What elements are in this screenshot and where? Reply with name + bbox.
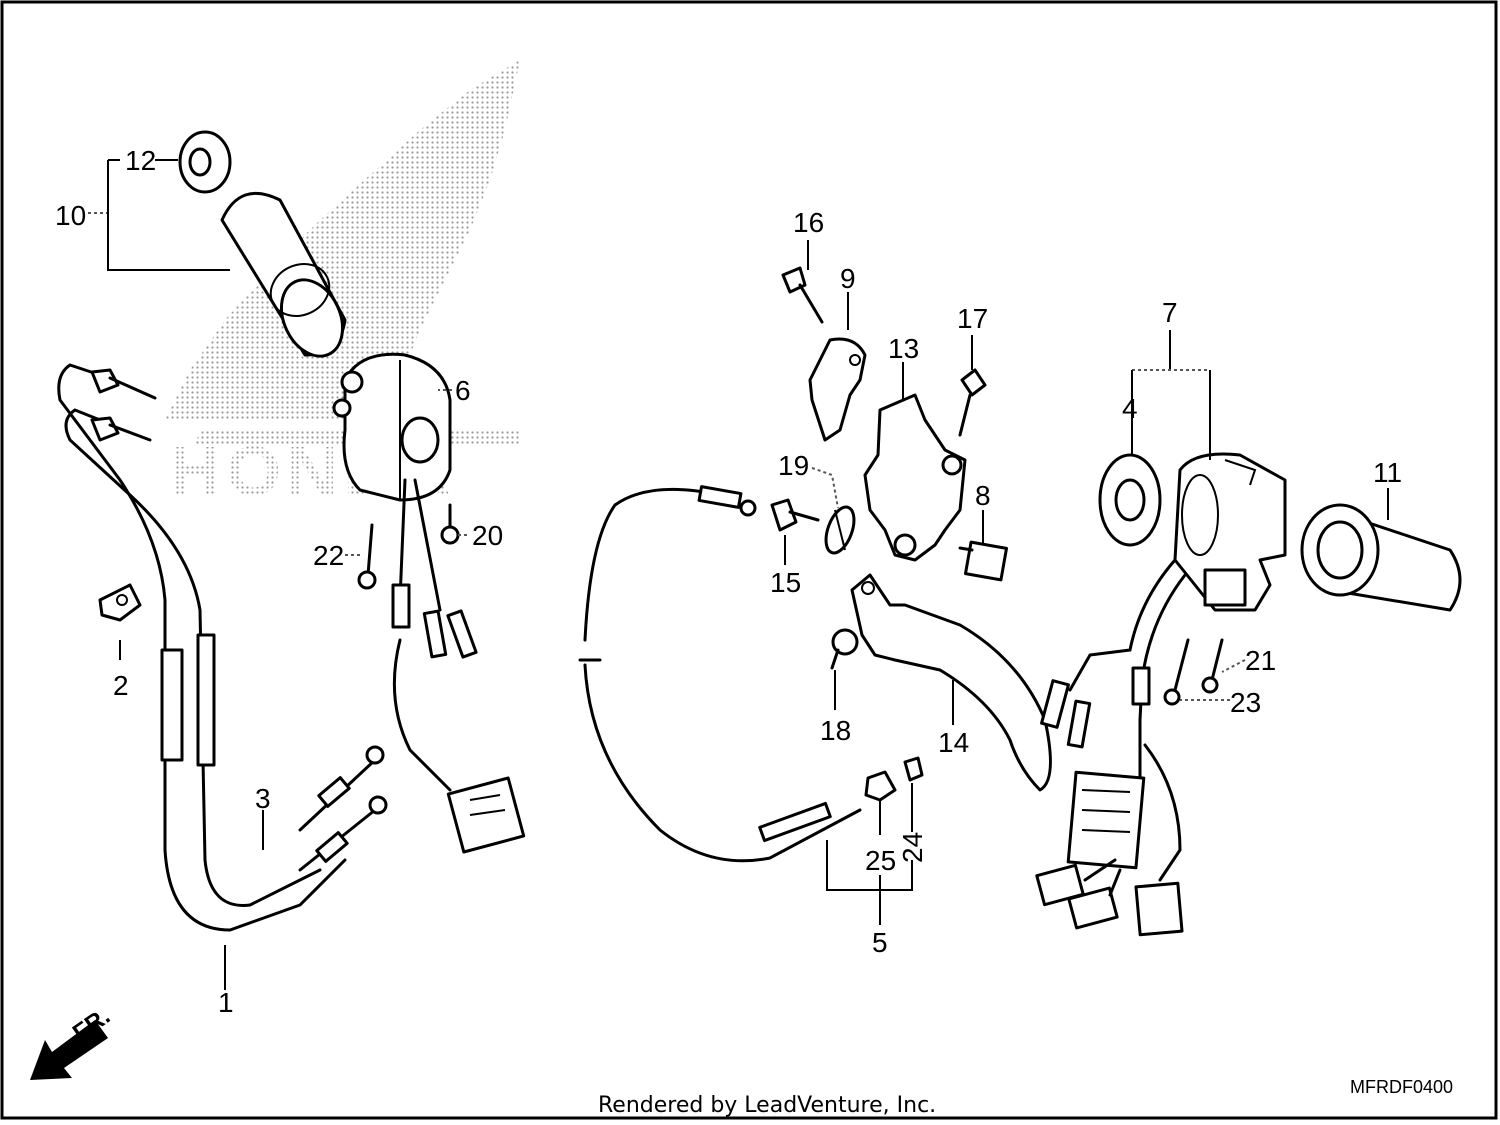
callout-18: 18 — [820, 715, 851, 746]
callout-13: 13 — [888, 333, 919, 364]
leader-lines — [88, 159, 1389, 990]
callout-22: 22 — [313, 540, 344, 571]
callout-12: 12 — [125, 145, 156, 176]
switch-collar — [1098, 453, 1162, 547]
callout-17: 17 — [957, 303, 988, 334]
adjuster-dial-19 — [824, 505, 856, 555]
screw-21 — [1201, 638, 1224, 694]
callout-21: 21 — [1245, 645, 1276, 676]
honda-wing-watermark: HONDA — [165, 60, 520, 510]
callout-7: 7 — [1162, 297, 1178, 328]
callout-19: 19 — [778, 450, 809, 481]
callout-4: 4 — [1122, 393, 1138, 424]
credit-text: Rendered by LeadVenture, Inc. — [598, 1093, 936, 1118]
callout-5: 5 — [872, 927, 888, 958]
screw-23 — [1163, 638, 1190, 706]
left-switch-wiring — [391, 478, 526, 854]
callout-25: 25 — [865, 845, 896, 876]
callout-23: 23 — [1230, 687, 1261, 718]
switch-housing-left — [332, 352, 452, 502]
switch-housing-right — [1173, 452, 1287, 612]
callout-labels: 1 2 3 4 5 6 7 8 9 10 11 12 13 14 15 16 1… — [55, 145, 1402, 1018]
cable-clamp — [98, 583, 142, 622]
throttle-grip — [220, 191, 347, 358]
clutch-cable — [578, 485, 862, 863]
pivot-18 — [830, 628, 859, 670]
callout-10: 10 — [55, 200, 86, 231]
callout-14: 14 — [938, 727, 969, 758]
screw-17 — [958, 368, 987, 437]
callout-16: 16 — [793, 207, 824, 238]
lever-holder-clamp — [808, 337, 867, 442]
callout-11: 11 — [1373, 457, 1402, 488]
callout-24: 24 — [897, 832, 928, 863]
callout-6: 6 — [455, 375, 471, 406]
right-switch-wiring — [1035, 558, 1187, 937]
screw-22 — [357, 523, 377, 590]
clutch-switch — [958, 540, 1009, 582]
front-direction-arrow: FR. — [30, 1003, 115, 1080]
callout-8: 8 — [975, 480, 991, 511]
callout-2: 2 — [113, 670, 129, 701]
adjuster-bolt-15 — [770, 498, 820, 532]
callout-1: 1 — [218, 987, 234, 1018]
cable-adjusters — [298, 745, 388, 872]
throttle-cables — [57, 363, 347, 932]
nut-24 — [903, 756, 924, 782]
clutch-lever — [850, 573, 1052, 792]
clutch-lever-holder — [863, 393, 967, 562]
bolt-16 — [781, 266, 824, 324]
screw-20 — [440, 503, 460, 545]
callout-9: 9 — [840, 263, 856, 294]
callout-15: 15 — [770, 567, 801, 598]
callout-20: 20 — [472, 520, 503, 551]
nut-25 — [864, 770, 897, 802]
grip-end-weight — [178, 130, 232, 194]
diagram-code: MFRDF0400 — [1350, 1077, 1453, 1097]
left-grip — [1300, 503, 1462, 612]
callout-3: 3 — [255, 783, 271, 814]
